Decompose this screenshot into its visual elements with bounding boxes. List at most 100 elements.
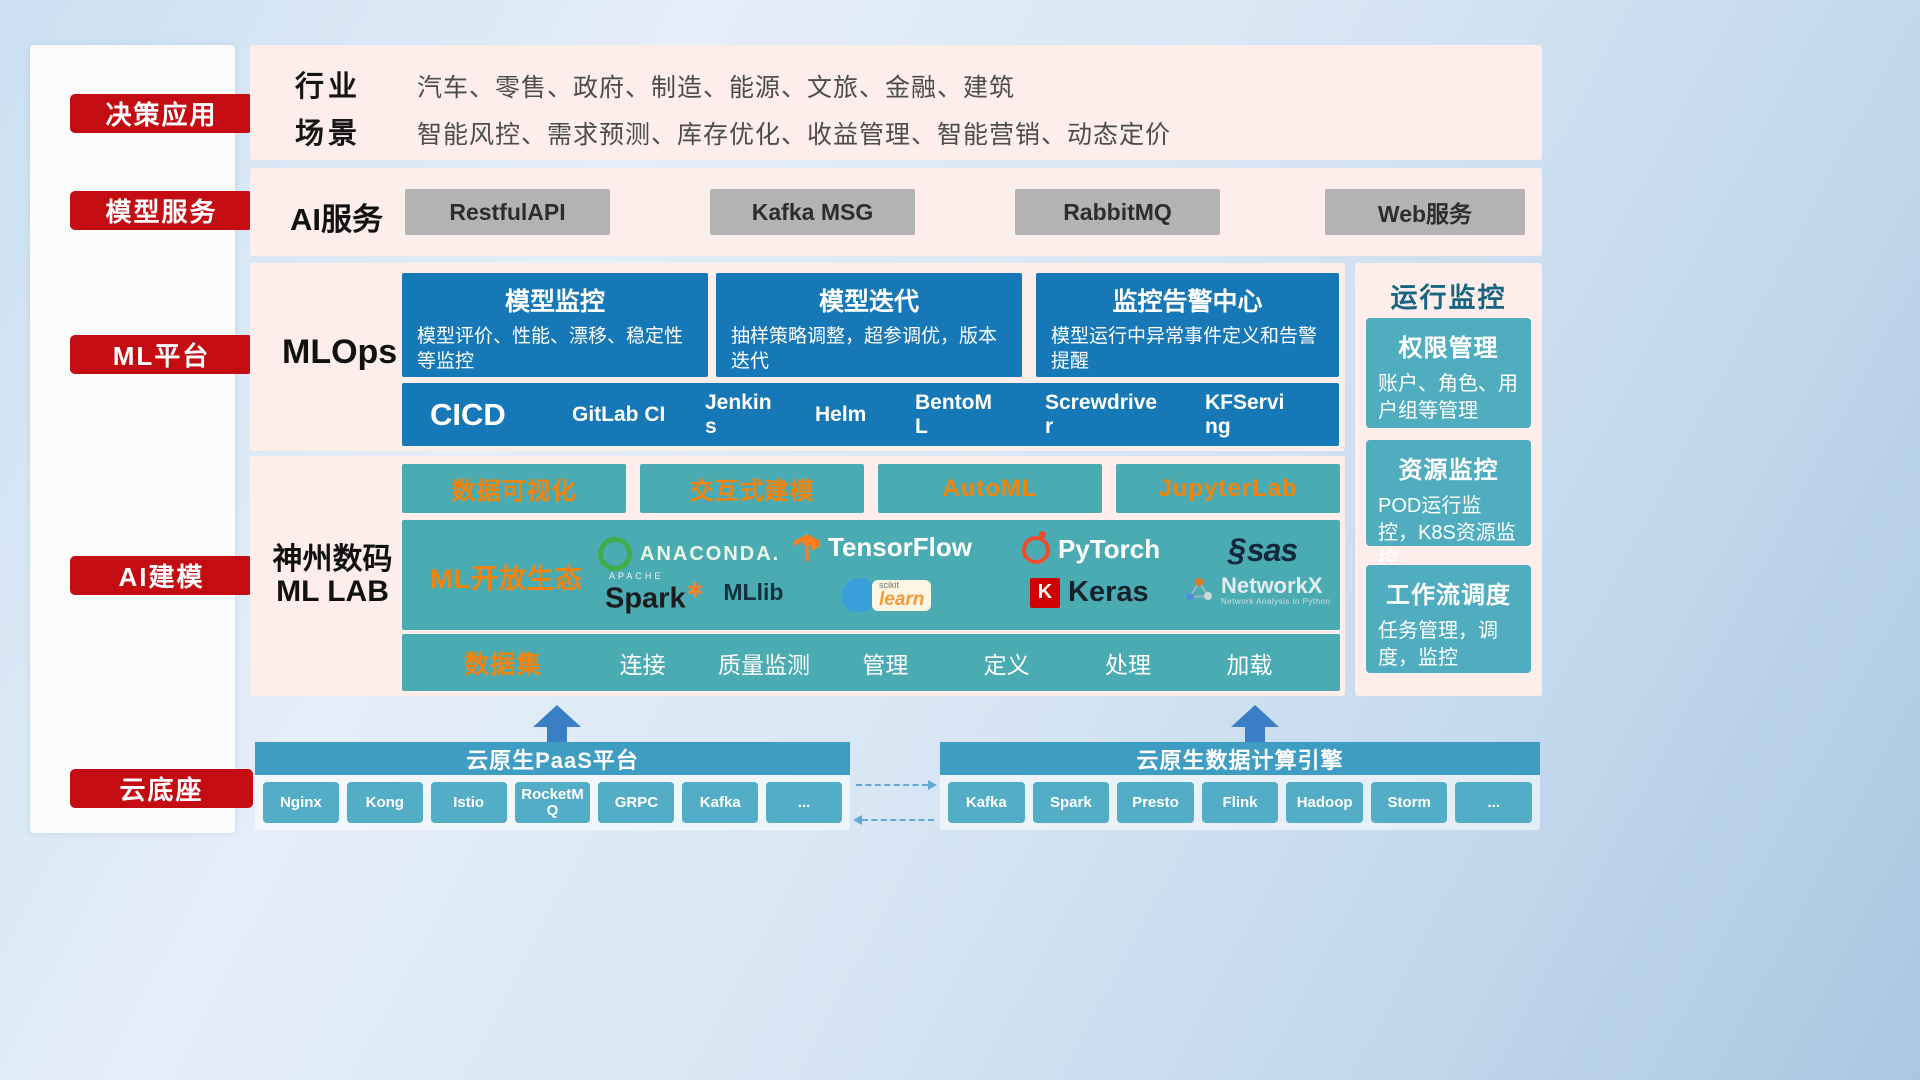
card-title: 模型监控 xyxy=(504,288,605,316)
dataset-item-load: 加载 xyxy=(1226,651,1273,678)
industry-label: 行业 xyxy=(295,71,362,103)
cicd-item-jenkins: Jenkins xyxy=(705,391,772,438)
ml-lab-label: 神州数码 ML LAB xyxy=(265,544,400,608)
jupyterlab-button: JupyterLab xyxy=(1116,464,1340,513)
mlops-label: MLOps xyxy=(282,333,398,371)
dataset-item-connect: 连接 xyxy=(619,651,666,678)
card-title: 模型迭代 xyxy=(818,288,919,316)
web-service-button: Web服务 xyxy=(1325,189,1525,235)
cicd-bar: CICD GitLab CI Jenkins Helm BentoML Scre… xyxy=(402,383,1339,446)
industry-panel: 行业 汽车、零售、政府、制造、能源、文旅、金融、建筑 场景 智能风控、需求预测、… xyxy=(250,45,1542,160)
chip-kong: Kong xyxy=(346,782,423,823)
dataset-label: 数据集 xyxy=(464,650,543,679)
paas-platform-header: 云原生PaaS平台 xyxy=(255,742,850,775)
sas-text: sas xyxy=(1246,532,1298,568)
chip-kafka: Kafka xyxy=(682,782,759,823)
networkx-wordmark: NetworkX Network Analysis in Python xyxy=(1221,573,1331,607)
ai-service-panel: AI服务 RestfulAPI Kafka MSG RabbitMQ Web服务 xyxy=(250,168,1542,256)
ml-lab-label-line1: 神州数码 xyxy=(272,543,393,576)
chip-presto: Presto xyxy=(1117,782,1194,823)
card-desc: 模型评价、性能、漂移、稳定性等监控 xyxy=(417,326,684,372)
cicd-item-kfserving: KFServing xyxy=(1205,391,1285,438)
interactive-modeling-button: 交互式建模 xyxy=(640,464,864,513)
industry-value: 汽车、零售、政府、制造、能源、文旅、金融、建筑 xyxy=(417,74,1016,102)
pytorch-logo: PyTorch xyxy=(1022,530,1161,565)
card-desc: 任务管理，调度，监控 xyxy=(1378,620,1498,669)
chip-istio: Istio xyxy=(430,782,507,823)
up-arrow-icon xyxy=(1231,705,1279,727)
pytorch-icon xyxy=(1022,530,1050,564)
anaconda-logo: ANACONDA. xyxy=(598,537,780,571)
restfulapi-button: RestfulAPI xyxy=(405,189,610,235)
cicd-label: CICD xyxy=(430,396,506,432)
sidebar-item-cloud-base: 云底座 xyxy=(70,769,253,808)
card-desc: 模型运行中异常事件定义和告警提醒 xyxy=(1051,326,1318,372)
spark-mllib-logo: APACHE Spark✱ MLlib xyxy=(605,572,783,614)
card-title: 监控告警中心 xyxy=(1112,288,1263,316)
chip-more: ... xyxy=(1455,782,1533,823)
networkx-icon xyxy=(1186,578,1212,602)
dashed-arrowhead-right-icon xyxy=(928,780,937,790)
automl-button: AutoML xyxy=(878,464,1102,513)
networkx-logo: NetworkX Network Analysis in Python xyxy=(1185,573,1331,607)
paas-chip-strip: Nginx Kong Istio RocketMQ GRPC Kafka ... xyxy=(255,775,850,830)
up-arrow-stem xyxy=(1245,727,1265,743)
cicd-item-gitlab-ci: GitLab CI xyxy=(572,402,666,426)
sidebar-item-ml-platform: ML平台 xyxy=(70,335,253,374)
up-arrow-stem xyxy=(547,727,567,743)
card-title: 资源监控 xyxy=(1398,457,1499,484)
sidebar: 决策应用 模型服务 ML平台 AI建模 云底座 xyxy=(30,45,253,833)
tensorflow-logo: TensorFlow xyxy=(794,532,972,563)
networkx-subtitle: Network Analysis in Python xyxy=(1221,597,1331,607)
card-title: 权限管理 xyxy=(1398,335,1499,362)
chip-flink: Flink xyxy=(1201,782,1279,823)
mllib-text: MLlib xyxy=(723,579,784,606)
scikit-learn-logo: scikit learn xyxy=(842,578,932,612)
chip-spark: Spark xyxy=(1032,782,1110,823)
scikit-learn-wordmark: scikit learn xyxy=(872,579,932,611)
card-desc: 账户、角色、用户组等管理 xyxy=(1378,373,1518,422)
runtime-monitoring-panel: 运行监控 权限管理 账户、角色、用户组等管理 资源监控 POD运行监控，K8S资… xyxy=(1355,263,1542,696)
anaconda-icon xyxy=(598,537,632,571)
cicd-item-screwdriver: Screwdriver xyxy=(1045,391,1158,438)
kafka-msg-button: Kafka MSG xyxy=(710,189,915,235)
ml-lab-label-line2: ML LAB xyxy=(276,575,389,608)
chip-storm: Storm xyxy=(1370,782,1448,823)
model-iteration-card: 模型迭代 抽样策略调整，超参调优，版本迭代 xyxy=(716,273,1022,377)
dataset-row: 数据集 连接 质量监测 管理 定义 处理 加载 xyxy=(402,634,1340,691)
apache-text: APACHE xyxy=(609,571,664,581)
dataset-item-define: 定义 xyxy=(983,651,1030,678)
chip-hadoop: Hadoop xyxy=(1286,782,1363,823)
scikit-text: scikit xyxy=(879,579,899,590)
spark-wordmark: APACHE Spark✱ xyxy=(605,572,703,614)
dataset-item-process: 处理 xyxy=(1104,651,1151,678)
resource-monitoring-card: 资源监控 POD运行监控，K8S资源监控 xyxy=(1366,440,1531,571)
dashed-connector-left xyxy=(862,819,934,821)
pytorch-text: PyTorch xyxy=(1058,534,1161,564)
alert-center-card: 监控告警中心 模型运行中异常事件定义和告警提醒 xyxy=(1036,273,1339,377)
learn-text: learn xyxy=(879,588,925,610)
keras-text: Keras xyxy=(1068,576,1149,608)
card-desc: POD运行监控，K8S资源监控 xyxy=(1378,495,1516,571)
sidebar-item-model-service: 模型服务 xyxy=(70,191,253,230)
mlops-panel: MLOps 模型监控 模型评价、性能、漂移、稳定性等监控 模型迭代 抽样策略调整… xyxy=(250,263,1345,451)
card-title: 工作流调度 xyxy=(1386,582,1511,609)
ml-lab-panel: 神州数码 ML LAB 数据可视化 交互式建模 AutoML JupyterLa… xyxy=(250,456,1345,696)
anaconda-text: ANACONDA. xyxy=(640,542,781,565)
cicd-item-bentoml: BentoML xyxy=(915,391,992,438)
runtime-monitoring-title: 运行监控 xyxy=(1390,283,1507,313)
sidebar-item-decision-app: 决策应用 xyxy=(70,94,253,133)
cicd-item-helm: Helm xyxy=(815,402,867,426)
spark-text: Spark✱ xyxy=(605,580,704,615)
engine-chip-strip: Kafka Spark Presto Flink Hadoop Storm ..… xyxy=(940,775,1540,830)
dataset-items: 连接 质量监测 管理 定义 处理 加载 xyxy=(582,646,1310,680)
scenario-label: 场景 xyxy=(295,118,362,150)
scenario-row: 场景 智能风控、需求预测、库存优化、收益管理、智能营销、动态定价 xyxy=(295,110,1171,152)
tensorflow-text: TensorFlow xyxy=(828,532,972,562)
dashed-connector-right xyxy=(856,784,928,786)
rabbitmq-button: RabbitMQ xyxy=(1015,189,1220,235)
lab-tools-row: 数据可视化 交互式建模 AutoML JupyterLab xyxy=(402,464,1340,513)
up-arrow-icon xyxy=(533,705,581,727)
chip-more: ... xyxy=(766,782,843,823)
